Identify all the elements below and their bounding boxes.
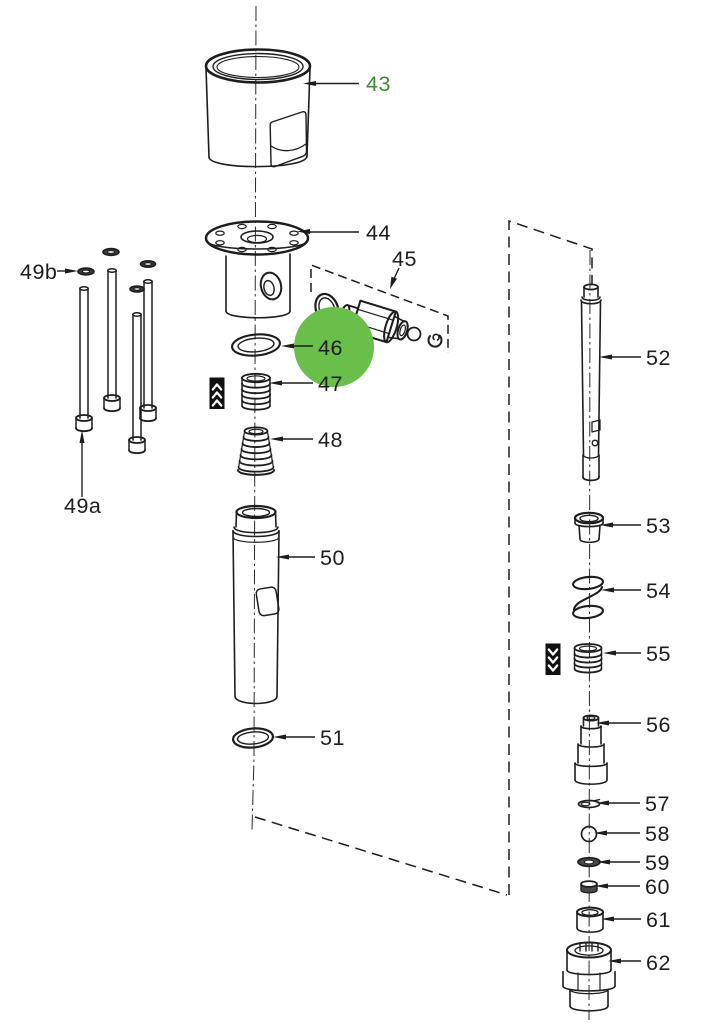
part-drawing-47-spring — [241, 372, 271, 411]
part-drawing-49a-bolts — [75, 268, 157, 455]
leader-lines — [57, 81, 641, 964]
callout-labels: 43 44 45 46 47 48 49a 49b 50 51 52 53 54… — [20, 72, 671, 975]
callout-label-53: 53 — [646, 514, 671, 538]
zone-line-right — [508, 219, 593, 895]
part-drawing-53-bushing — [573, 511, 605, 544]
part-drawing-43-cylinder-cup — [204, 48, 312, 168]
leader-56 — [596, 720, 641, 726]
callout-label-51: 51 — [320, 726, 345, 750]
part-drawing-57-retaining-ring — [577, 798, 601, 809]
part-drawing-51-o-ring — [231, 727, 275, 749]
centerline-right — [588, 249, 591, 1021]
callout-label-44: 44 — [366, 221, 391, 245]
leader-59 — [597, 859, 640, 865]
callout-label-46[interactable]: 46 — [318, 336, 343, 360]
leader-48 — [270, 436, 313, 442]
leader-50 — [276, 554, 315, 560]
callout-label-43: 43 — [366, 72, 391, 96]
callout-label-54: 54 — [646, 579, 671, 603]
leader-45 — [390, 267, 400, 289]
leader-43 — [303, 81, 359, 86]
callout-label-48: 48 — [318, 428, 343, 452]
part-drawing-61-sleeve — [576, 906, 604, 933]
leader-44 — [297, 229, 359, 234]
leader-49a — [79, 430, 85, 497]
leader-57 — [596, 800, 640, 806]
leader-53 — [600, 522, 641, 528]
part-drawing-58-ball — [580, 825, 598, 843]
assembly-zone-dashed-lines — [254, 219, 593, 896]
leader-61 — [601, 916, 641, 922]
lubrication-symbol-icon — [545, 643, 561, 675]
callout-label-49a: 49a — [64, 494, 101, 518]
highlight-circle-46[interactable] — [294, 307, 374, 387]
part-drawing-52-piston-rod — [580, 283, 602, 482]
callout-label-47: 47 — [318, 372, 343, 396]
leader-47 — [269, 380, 313, 386]
part-drawing-59-seal-washer — [577, 856, 601, 868]
part-drawing-46-o-ring — [231, 333, 281, 357]
leader-52 — [599, 354, 641, 360]
part-drawing-60-small-bushing — [580, 880, 598, 894]
part-drawing-49b-washers — [77, 247, 157, 293]
callout-label-57: 57 — [645, 792, 670, 816]
leader-55 — [603, 650, 641, 656]
callout-label-49b: 49b — [20, 260, 57, 284]
leader-62 — [608, 958, 641, 964]
callout-label-58: 58 — [645, 822, 670, 846]
lubrication-symbol-icon — [209, 377, 225, 409]
callout-label-60: 60 — [645, 875, 670, 899]
centerline-main — [251, 5, 257, 831]
leader-46 — [281, 343, 313, 349]
callout-label-56: 56 — [646, 713, 671, 737]
centerlines — [251, 5, 591, 1021]
part-drawing-62-valve-body — [562, 941, 616, 1012]
leader-60 — [595, 883, 640, 889]
callout-label-61: 61 — [646, 908, 671, 932]
zone-line-kit-45 — [310, 263, 449, 353]
callout-label-52: 52 — [646, 346, 671, 370]
callout-label-62: 62 — [646, 951, 671, 975]
callout-label-50: 50 — [320, 546, 345, 570]
part-drawing-50-cylinder-tube — [232, 504, 280, 705]
callout-label-55: 55 — [646, 642, 671, 666]
leader-54 — [601, 587, 641, 593]
zone-line-bottom — [254, 816, 508, 896]
part-drawing-55-spring — [573, 643, 603, 674]
callout-label-59: 59 — [645, 851, 670, 875]
leader-58 — [594, 830, 640, 836]
part-drawing-56-stepped-piston — [574, 714, 608, 785]
leader-51 — [273, 734, 315, 740]
part-drawing-44-flange-head — [204, 220, 310, 319]
part-drawing-54-coil-spring — [572, 575, 604, 620]
callout-label-45: 45 — [392, 247, 417, 271]
part-drawing-48-conical-spring — [237, 426, 275, 476]
leader-49b — [57, 268, 78, 274]
